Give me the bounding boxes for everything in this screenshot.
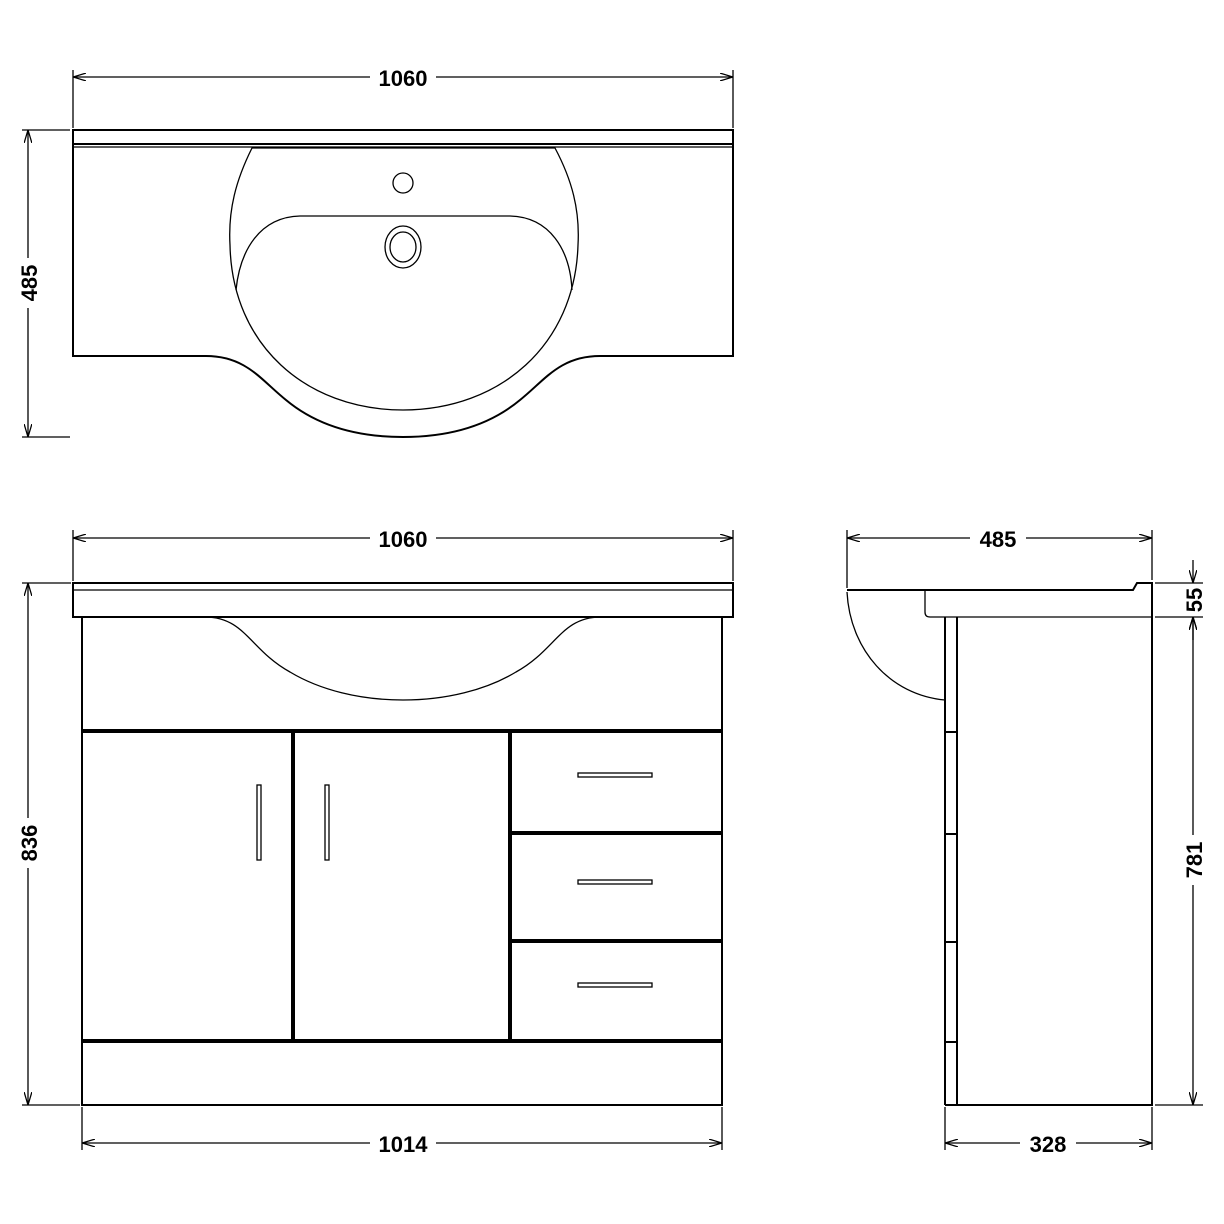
- drawer-1: [510, 731, 723, 833]
- top-view: [72, 129, 734, 439]
- side-depth-dimension: 485: [846, 525, 1153, 588]
- drawer-handle-icon: [577, 772, 653, 778]
- side-countertop: [847, 582, 1153, 1106]
- front-width-dimension: 1060: [72, 525, 734, 581]
- front-height-dimension: 836: [16, 582, 80, 1106]
- dimension-label: 55: [1182, 588, 1207, 612]
- tap-hole-icon: [392, 172, 414, 194]
- side-view: [846, 582, 1153, 1106]
- top-thickness-dimension: 55: [1155, 560, 1207, 640]
- right-door: [293, 731, 510, 1041]
- drawer-handle-icon: [577, 879, 653, 885]
- dimension-label: 1060: [379, 66, 428, 91]
- bowl-outline: [229, 147, 579, 411]
- dimension-label: 781: [1182, 842, 1207, 879]
- waste-outer-icon: [384, 225, 422, 269]
- cabinet-depth-dimension: 328: [944, 1107, 1153, 1157]
- cabinet-height-dimension: 781: [1155, 617, 1207, 1106]
- dimension-label: 485: [17, 265, 42, 302]
- drawer-3: [510, 941, 723, 1041]
- bowl-side-profile: [846, 591, 946, 701]
- front-view: [72, 582, 734, 1106]
- waste-inner-icon: [389, 231, 417, 263]
- door-handle-icon: [324, 784, 330, 861]
- drawer-edge-marks: [945, 731, 957, 1043]
- drawer-handle-icon: [577, 982, 653, 988]
- countertop-underside: [924, 590, 1152, 618]
- basin-outline: [72, 129, 734, 439]
- dimension-label: 1014: [379, 1132, 429, 1157]
- cabinet-width-dimension: 1014: [81, 1107, 723, 1157]
- door-handle-icon: [256, 784, 262, 861]
- basin-well: [235, 215, 573, 291]
- dimension-label: 836: [17, 825, 42, 862]
- top-depth-dimension: 485: [16, 129, 70, 438]
- left-door: [81, 731, 293, 1041]
- dimension-label: 1060: [379, 527, 428, 552]
- dimension-label: 485: [980, 527, 1017, 552]
- countertop: [72, 582, 734, 618]
- bowl-profile: [204, 616, 602, 701]
- drawer-2: [510, 833, 723, 941]
- cabinet-body: [81, 617, 723, 1106]
- dimension-label: 328: [1030, 1132, 1067, 1157]
- top-width-dimension: 1060: [72, 64, 734, 128]
